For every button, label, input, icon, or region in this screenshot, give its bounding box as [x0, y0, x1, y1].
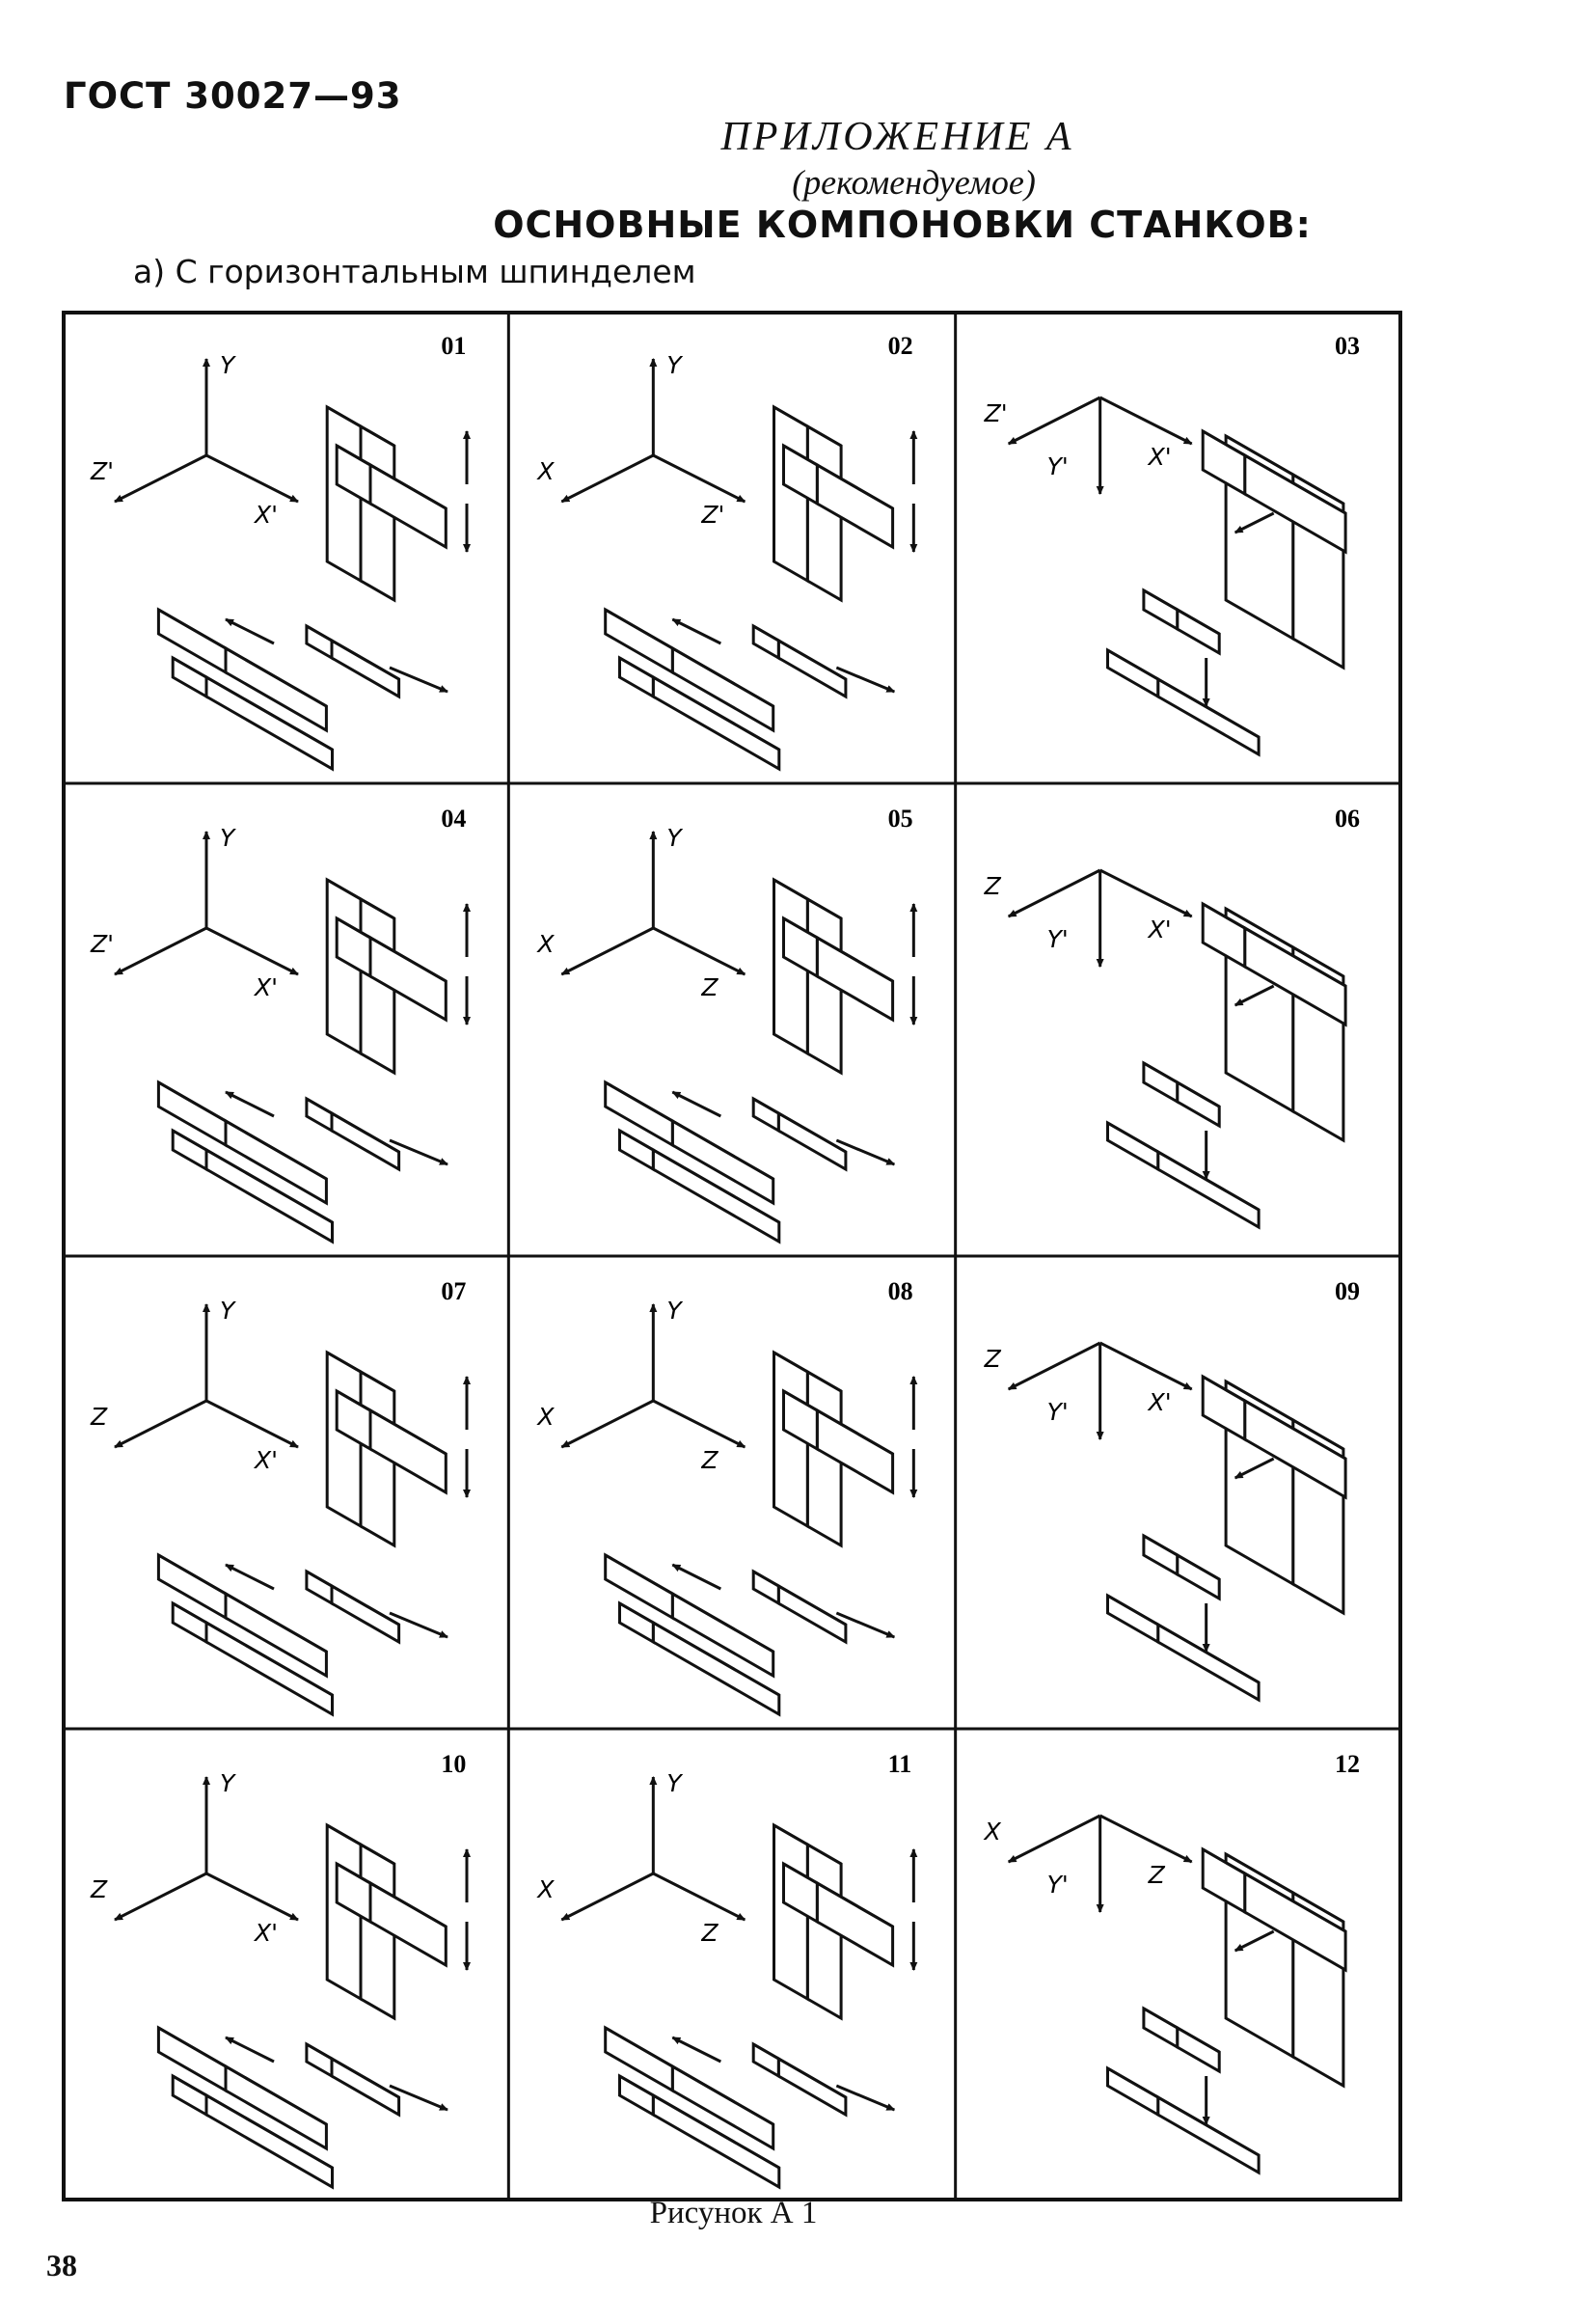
cell-number: 05: [888, 805, 913, 833]
subsection-heading: а) С горизонтальным шпинделем: [133, 253, 696, 290]
axis-label: X': [253, 1446, 278, 1474]
layout-cell-10: 10Y Z X': [90, 1750, 471, 2190]
axis-triad: Y Z' X': [90, 824, 299, 1001]
appendix-title: ПРИЛОЖЕНИЕ А: [720, 115, 1074, 159]
axis-label: Z': [700, 501, 724, 529]
machine-sketch: [604, 404, 918, 772]
cell-number: 09: [1335, 1277, 1360, 1305]
layout-cell-06: 06Y' Z X': [984, 805, 1360, 1230]
axis-label: Y: [666, 1297, 683, 1325]
machine-sketch: [1106, 901, 1347, 1230]
axis-triad: Y' Z X': [984, 1341, 1193, 1440]
axis-label: X: [535, 1403, 555, 1431]
layout-cell-04: 04Y Z' X': [90, 805, 471, 1244]
axis-label: Y': [1047, 925, 1069, 953]
axis-label: Y: [220, 1769, 236, 1797]
axis-label: X': [1147, 443, 1172, 471]
layout-cell-09: 09Y' Z X': [984, 1277, 1360, 1703]
layout-cell-11: 11Y X Z: [535, 1750, 918, 2190]
axis-label: Y': [1047, 452, 1069, 480]
layout-cell-07: 07Y Z X': [90, 1277, 471, 1717]
axis-label: Y': [1047, 1871, 1069, 1899]
axis-label: Y: [220, 351, 236, 379]
layout-cell-05: 05Y X Z: [535, 805, 918, 1244]
axis-triad: Y' Z' X': [984, 396, 1193, 495]
layout-cell-03: 03Y' Z' X': [984, 332, 1360, 757]
axis-label: Z: [700, 973, 719, 1001]
axis-triad: Y Z X': [90, 1297, 299, 1474]
page-number: 38: [46, 2248, 77, 2283]
axis-label: X: [983, 1818, 1002, 1846]
cell-number: 07: [441, 1277, 466, 1305]
axis-label: Z: [984, 1345, 1002, 1373]
axis-triad: Y X Z: [535, 824, 746, 1001]
machine-sketch: [156, 404, 471, 772]
cell-number: 12: [1335, 1750, 1360, 1778]
axis-triad: Y X Z': [535, 351, 746, 529]
figure-caption: Рисунок А 1: [649, 2196, 818, 2230]
axis-triad: Y Z' X': [90, 351, 299, 529]
axis-label: X': [253, 973, 278, 1001]
machine-sketch: [1106, 1374, 1347, 1703]
axis-label: Z: [1148, 1861, 1166, 1889]
axis-label: Z: [984, 872, 1002, 900]
axis-label: Y: [666, 1769, 683, 1797]
axis-label: Z: [90, 1403, 108, 1431]
axis-label: Z': [90, 457, 114, 485]
machine-sketch: [604, 877, 918, 1244]
axis-label: X: [535, 1875, 555, 1903]
axis-label: Y': [1047, 1398, 1069, 1426]
layout-cell-12: 12Y' X Z: [983, 1750, 1360, 2175]
layout-cell-02: 02Y X Z': [535, 332, 918, 772]
machine-sketch: [156, 1822, 471, 2190]
axis-label: Y: [220, 824, 236, 852]
axis-label: X: [535, 457, 555, 485]
axis-label: X': [1147, 1388, 1172, 1416]
axis-label: X': [253, 1919, 278, 1947]
cell-number: 02: [888, 332, 913, 360]
cell-number: 01: [441, 332, 466, 360]
axis-label: X': [1147, 916, 1172, 943]
axis-triad: Y' Z X': [984, 868, 1193, 968]
axis-label: Y: [666, 351, 683, 379]
machine-sketch: [156, 1350, 471, 1717]
section-heading: ОСНОВНЫЕ КОМПОНОВКИ СТАНКОВ:: [493, 204, 1312, 246]
layout-cell-08: 08Y X Z: [535, 1277, 918, 1717]
document-code: ГОСТ 30027—93: [64, 75, 402, 117]
axis-label: Z': [90, 930, 114, 958]
axis-label: Z: [90, 1875, 108, 1903]
machine-sketch: [604, 1822, 918, 2190]
cell-number: 03: [1335, 332, 1360, 360]
cell-number: 11: [888, 1750, 912, 1778]
axis-label: X': [253, 501, 278, 529]
axis-label: X: [535, 930, 555, 958]
layout-cell-01: 01Y Z' X': [90, 332, 471, 772]
axis-triad: Y' X Z: [983, 1814, 1193, 1913]
axis-label: Z: [700, 1446, 719, 1474]
machine-sketch: [1106, 1846, 1347, 2175]
axis-label: Z: [700, 1919, 719, 1947]
axis-label: Y: [220, 1297, 236, 1325]
machine-sketch: [1106, 428, 1347, 757]
axis-triad: Y X Z: [535, 1297, 746, 1474]
axis-triad: Y Z X': [90, 1769, 299, 1947]
axis-triad: Y X Z: [535, 1769, 746, 1947]
appendix-status: (рекомендуемое): [792, 163, 1036, 202]
axis-label: Y: [666, 824, 683, 852]
cell-number: 06: [1335, 805, 1360, 833]
axis-label: Z': [984, 399, 1008, 427]
cell-number: 08: [888, 1277, 913, 1305]
machine-sketch: [604, 1350, 918, 1717]
figure-svg: 01YZ'X'02YXZ'03Y'Z'X'04YZ'X'05YXZ06Y'ZX'…: [62, 311, 1402, 2201]
cell-number: 04: [441, 805, 466, 833]
cell-number: 10: [441, 1750, 466, 1778]
machine-sketch: [156, 877, 471, 1244]
